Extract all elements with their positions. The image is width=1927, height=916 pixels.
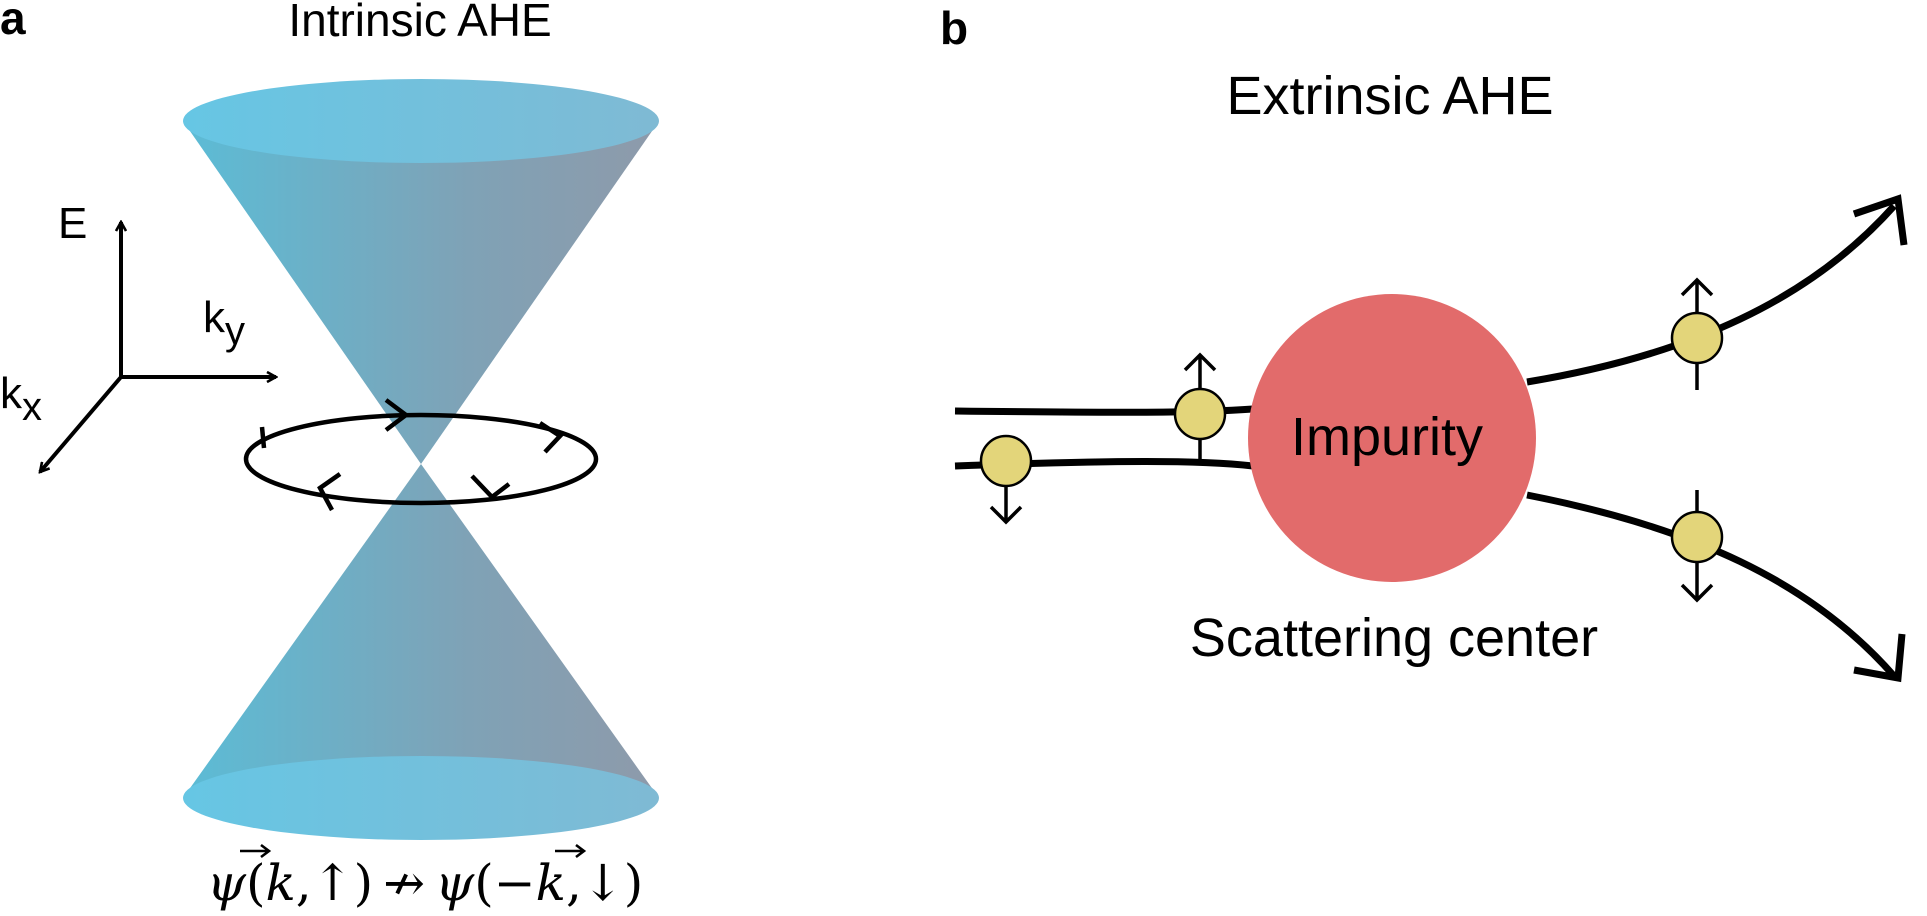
outgoing-path-up — [1526, 203, 1897, 386]
impurity-scatterer — [1248, 294, 1536, 582]
panel-a: a Intrinsic AHE E ky kx ψ(k,↑)↛ψ(−k — [0, 0, 659, 912]
kx-sub: x — [22, 385, 42, 429]
electrons — [979, 311, 1724, 564]
kx-axis — [40, 375, 123, 472]
panel-a-title: Intrinsic AHE — [288, 0, 551, 46]
electron-trajectories — [954, 194, 1908, 683]
vector-arrow-icon — [240, 843, 587, 859]
electron-spin-down-outgoing — [1670, 510, 1724, 564]
ky-sub: y — [225, 309, 245, 353]
electron-spin-up-incoming — [1173, 387, 1227, 441]
orbit-arrowhead — [259, 426, 267, 449]
ky-axis-label: ky — [203, 293, 245, 353]
non-equivalence-equation: ψ(k,↑)↛ψ(−k,↓) — [207, 854, 644, 912]
panel-b-letter: b — [940, 2, 968, 54]
dirac-cone — [183, 79, 659, 840]
electron-spin-up-outgoing — [1670, 311, 1724, 365]
panel-b-title: Extrinsic AHE — [1226, 66, 1553, 126]
orbit-arrowhead — [384, 398, 410, 432]
orbit-arrowhead — [470, 474, 511, 501]
orbit-ring — [243, 398, 599, 512]
orbit-arrowhead — [317, 472, 342, 512]
impurity-label: Impurity — [1291, 407, 1483, 467]
ky-main: k — [203, 293, 226, 342]
upper-cone-cap — [183, 79, 659, 163]
panel-b: b Extrinsic AHE Impurity Scattering cent… — [940, 2, 1908, 683]
scattering-center-label: Scattering center — [1190, 608, 1598, 668]
orbit-arrowhead — [538, 421, 564, 454]
outgoing-arrowhead-up — [1852, 194, 1908, 246]
outgoing-path-down — [1526, 491, 1897, 679]
coordinate-axes — [40, 222, 276, 472]
kx-main: k — [0, 369, 23, 418]
outgoing-arrowhead-down — [1853, 633, 1906, 683]
e-axis-label: E — [58, 199, 87, 248]
panel-a-letter: a — [0, 0, 26, 44]
kx-axis-label: kx — [0, 369, 42, 429]
lower-cone — [183, 464, 659, 798]
lower-cone-cap — [183, 756, 659, 840]
incoming-path-upper — [954, 405, 1254, 416]
upper-cone — [183, 121, 659, 464]
electron-spin-down-incoming — [979, 434, 1033, 488]
orbit-ellipse — [243, 412, 599, 506]
